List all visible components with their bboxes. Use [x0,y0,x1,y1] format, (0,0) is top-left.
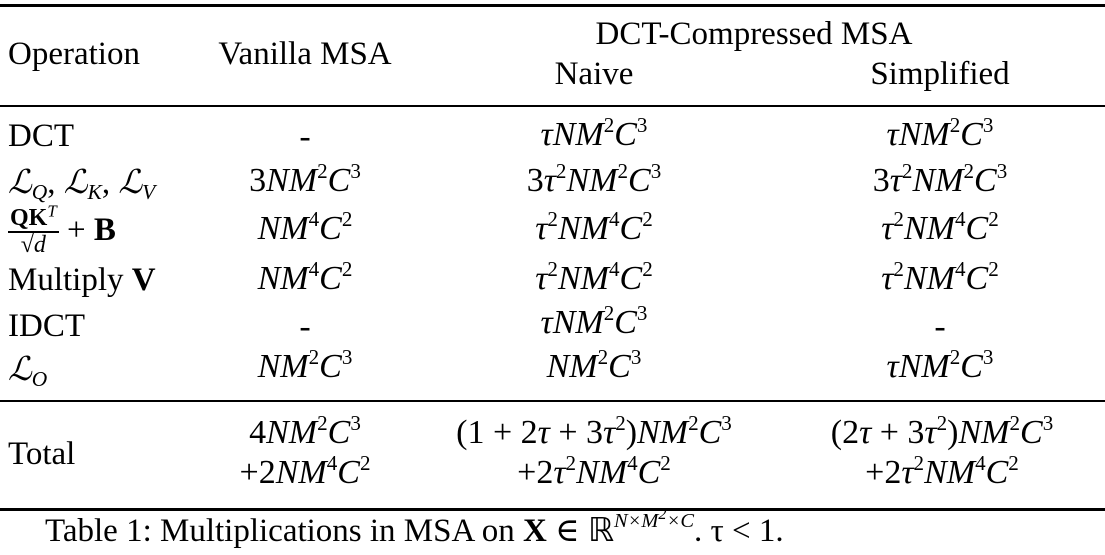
total-rule [0,400,1105,402]
lo-naive-cell: NM2C3 [546,344,642,385]
header-rule [0,105,1105,107]
header-dct-compressed-msa: DCT-Compressed MSA [595,16,913,52]
total-vanilla-line2: +2NM4C2 [239,450,371,491]
multv-vanilla-cell: NM4C2 [257,256,353,297]
idct-simplified-cell: - [934,308,946,345]
qkt-vanilla-cell: NM4C2 [257,206,353,247]
idct-vanilla-cell: - [299,308,311,345]
row-label-idct: IDCT [8,308,85,344]
total-naive-line2: +2τ2NM4C2 [517,450,671,491]
top-rule [0,4,1105,7]
qkt-fraction: QKT√d [8,201,59,259]
lqkv-simplified-cell: 3τ2NM2C3 [872,158,1008,199]
total-simplified-line2: +2τ2NM4C2 [865,450,1019,491]
qkt-simplified-cell: τ2NM4C2 [881,206,999,247]
row-label-total: Total [8,436,76,472]
qkt-naive-cell: τ2NM4C2 [535,206,653,247]
multv-naive-cell: τ2NM4C2 [535,256,653,297]
dct-naive-cell: τNM2C3 [540,112,648,153]
idct-naive-cell: τNM2C3 [540,300,648,341]
total-naive-line1: (1 + 2τ + 3τ2)NM2C3 [456,410,732,451]
row-label-attention-scores: QKT√d + B [8,201,116,259]
table-caption: Table 1: Multiplications in MSA on X ∈ ℝ… [45,503,784,549]
dct-vanilla-cell: - [299,118,311,155]
row-label-linear-qkv: ℒQ, ℒK, ℒV [8,162,156,204]
lo-vanilla-cell: NM2C3 [257,344,353,385]
row-label-dct: DCT [8,118,74,154]
lqkv-vanilla-cell: 3NM2C3 [249,158,361,199]
lo-simplified-cell: τNM2C3 [886,344,994,385]
row-label-linear-output: ℒO [8,349,48,391]
total-vanilla-line1: 4NM2C3 [249,410,361,451]
row-label-multiply-v: Multiply V [8,262,156,298]
header-simplified: Simplified [870,56,1010,92]
multv-simplified-cell: τ2NM4C2 [881,256,999,297]
header-naive: Naive [554,56,634,92]
bottom-rule [0,508,1105,511]
dct-simplified-cell: τNM2C3 [886,112,994,153]
header-operation: Operation [8,36,140,72]
lqkv-naive-cell: 3τ2NM2C3 [526,158,662,199]
total-simplified-line1: (2τ + 3τ2)NM2C3 [830,410,1054,451]
header-vanilla-msa: Vanilla MSA [218,36,392,72]
